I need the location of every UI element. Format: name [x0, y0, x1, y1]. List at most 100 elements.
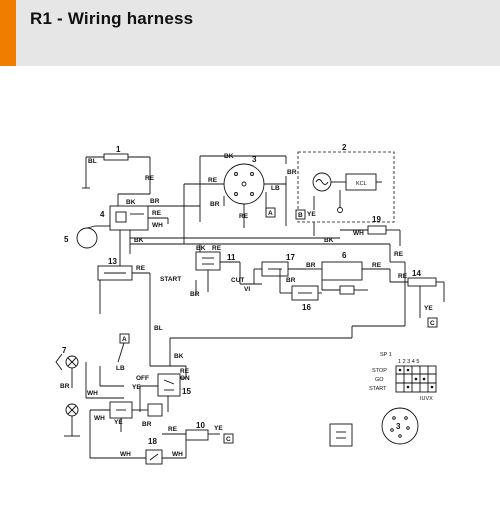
- switch-row-stop: STOP: [372, 368, 387, 374]
- connector-label-a-top: A: [268, 210, 273, 217]
- wire-label-wh-block: WH: [94, 415, 105, 422]
- component-2-charging-unit: [297, 151, 395, 236]
- component-5-starter-motor: [76, 225, 98, 249]
- component-17-relay: [253, 261, 306, 284]
- page-title: R1 - Wiring harness: [30, 9, 194, 28]
- component-14-fuse: [389, 269, 445, 318]
- connector-label-a-middle: A: [122, 336, 127, 343]
- harness-loop: [149, 312, 405, 367]
- label-3: 3: [252, 155, 257, 164]
- component-6-hour-meter: [306, 261, 390, 295]
- header-bar: R1 - Wiring harness: [0, 0, 500, 66]
- component-16-relay: [279, 269, 322, 301]
- connector-label-b-top: B: [298, 212, 303, 219]
- connector-a-lead: [117, 342, 125, 363]
- wire-label-wh-7: WH: [87, 390, 98, 397]
- switch-table-code: IUVX: [420, 396, 433, 402]
- wire-label-br-16: BR: [286, 277, 296, 284]
- wiring-diagram-svg: 1 BL RE 4 BK BR RE WH BK 5: [55, 143, 445, 465]
- wire-label-re-11: RE: [212, 245, 222, 252]
- label-off: OFF: [136, 375, 149, 382]
- wire-label-wh-4: WH: [152, 222, 163, 229]
- wire-label-bk-4b: BK: [134, 237, 144, 244]
- label-1: 1: [116, 145, 121, 154]
- label-kcl: KCL: [356, 181, 367, 187]
- switch-row-start: START: [369, 386, 387, 392]
- connector-a-middle: [119, 333, 130, 344]
- label-15: 15: [182, 387, 191, 396]
- wire-label-br-3b: BR: [287, 169, 297, 176]
- label-13: 13: [108, 257, 117, 266]
- header-accent: [0, 0, 16, 66]
- component-1-battery: [82, 153, 151, 208]
- wire-label-re-main: RE: [394, 251, 404, 258]
- wire-label-bk-loop: BK: [174, 353, 184, 360]
- label-6: 6: [342, 251, 347, 260]
- component-7-lights: [55, 353, 124, 437]
- component-18-switch: [90, 449, 186, 465]
- wire-label-re-15: RE: [180, 368, 190, 375]
- wire-label-re-13: RE: [136, 265, 146, 272]
- wire-label-vi-11: VI: [244, 286, 250, 293]
- wire-label-ye-block: YE: [114, 419, 123, 426]
- label-2: 2: [342, 143, 347, 152]
- wire-label-bl-1: BL: [88, 158, 97, 165]
- switch-block-lower: [89, 401, 163, 458]
- wire-label-re-14: RE: [398, 273, 408, 280]
- connector-a-top: [265, 207, 276, 218]
- wire-label-re-6: RE: [372, 262, 382, 269]
- wire-label-lb-3: LB: [271, 185, 280, 192]
- wire-label-ye-15: YE: [132, 384, 141, 391]
- switch-position-table: [395, 365, 437, 393]
- switch-table-title: SP 1: [380, 352, 392, 358]
- wire-label-br-3: BR: [210, 201, 220, 208]
- wire-label-br-7: BR: [60, 383, 70, 390]
- component-3-key-switch-face: [329, 407, 419, 447]
- connector-b-top: [295, 209, 306, 220]
- wire-label-bl-loop: BL: [154, 325, 163, 332]
- wire-label-wh-19: WH: [353, 230, 364, 237]
- label-16: 16: [302, 303, 311, 312]
- wire-label-re-1: RE: [145, 175, 155, 182]
- label-19: 19: [372, 215, 381, 224]
- label-14: 14: [412, 269, 421, 278]
- connector-label-c-right: C: [430, 320, 435, 327]
- label-3-detail: 3: [396, 422, 401, 431]
- wire-label-re-4: RE: [152, 210, 162, 217]
- wire-label-bk-4: BK: [126, 199, 136, 206]
- wire-label-br-6: BR: [306, 262, 316, 269]
- label-5: 5: [64, 235, 69, 244]
- wire-label-ye-2: YE: [307, 211, 316, 218]
- wire-label-bk-11: BK: [196, 245, 206, 252]
- label-11: 11: [227, 253, 236, 262]
- component-4-relay: [95, 205, 200, 254]
- wire-label-wh-18b: WH: [172, 451, 183, 458]
- component-11-start-switch: [195, 251, 262, 296]
- wire-label-lb-a: LB: [116, 365, 125, 372]
- switch-table-columns: 1 2 3 4 5: [398, 359, 419, 365]
- component-15-safety-switch: [139, 366, 187, 412]
- label-cut: CUT: [231, 277, 244, 284]
- wire-label-bk-3: BK: [224, 153, 234, 160]
- wire-label-re-10: RE: [168, 426, 178, 433]
- connector-label-c-bottom: C: [226, 436, 231, 443]
- component-13-connector: [97, 244, 151, 314]
- label-4: 4: [100, 210, 105, 219]
- wire-label-br-4: BR: [150, 198, 160, 205]
- component-3-ignition-switch: [183, 155, 287, 244]
- connector-c-right: [427, 317, 438, 328]
- wiring-diagram: 1 BL RE 4 BK BR RE WH BK 5: [0, 66, 500, 504]
- connector-c-bottom: [223, 433, 234, 444]
- switch-row-go: GO: [375, 377, 384, 383]
- wire-label-re-3: RE: [208, 177, 218, 184]
- component-10-diode: [162, 429, 220, 458]
- wire-label-wh-18: WH: [120, 451, 131, 458]
- component-19-fuse: [340, 225, 401, 246]
- wire-label-ye-14: YE: [424, 305, 433, 312]
- label-7: 7: [62, 346, 67, 355]
- wire-label-bk-main: BK: [324, 237, 334, 244]
- wire-label-br-11: BR: [190, 291, 200, 298]
- label-10: 10: [196, 421, 205, 430]
- wire-label-ye-10: YE: [214, 425, 223, 432]
- label-18: 18: [148, 437, 157, 446]
